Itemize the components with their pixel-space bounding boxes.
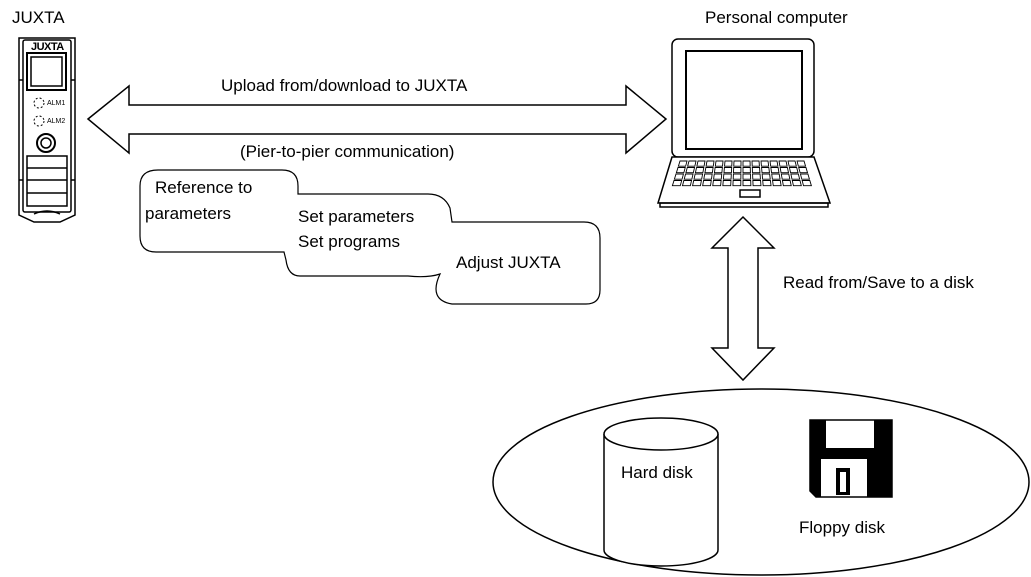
keyboard-key	[752, 173, 761, 180]
keyboard-key	[772, 180, 782, 187]
keyboard-key	[696, 160, 706, 167]
adjust-juxta-label: Adjust JUXTA	[456, 253, 561, 272]
keyboard-key	[769, 160, 779, 167]
keyboard-key	[791, 180, 802, 187]
read-save-label: Read from/Save to a disk	[783, 273, 974, 292]
reference-label-line1: Reference to	[155, 178, 252, 197]
keyboard-key	[796, 160, 807, 167]
keyboard-key	[713, 173, 723, 180]
keyboard-key	[760, 160, 770, 167]
keyboard-key	[703, 173, 713, 180]
keyboard-key	[675, 167, 686, 174]
keyboard-key	[712, 180, 722, 187]
alarm1-label: ALM1	[47, 100, 65, 107]
function-bubble	[139, 169, 601, 305]
keyboard-key	[732, 180, 742, 187]
keyboard-key	[787, 160, 797, 167]
keyboard-key	[694, 167, 705, 174]
juxta-device-icon	[18, 37, 76, 223]
keyboard-key	[681, 180, 693, 187]
keyboard-key	[714, 160, 724, 167]
keyboard-key	[780, 173, 791, 180]
hard-disk-icon	[603, 417, 719, 567]
keyboard-key	[685, 167, 696, 174]
keyboard-key	[733, 160, 742, 167]
keyboard-key	[705, 160, 715, 167]
keyboard-key	[692, 180, 702, 187]
keyboard-key	[779, 167, 790, 174]
read-save-double-arrow	[710, 215, 776, 382]
keyboard-key	[770, 167, 780, 174]
keyboard-key	[683, 173, 694, 180]
keyboard-key	[723, 167, 733, 174]
keyboard-key	[801, 180, 812, 187]
floppy-disk-icon	[809, 419, 893, 498]
keyboard-key	[677, 160, 688, 167]
keyboard-key	[742, 180, 752, 187]
storage-ellipse	[492, 388, 1030, 576]
keyboard-key	[704, 167, 714, 174]
keyboard-key	[733, 167, 742, 174]
keyboard-key	[722, 173, 732, 180]
keyboard-key	[751, 160, 760, 167]
keyboard-key	[790, 173, 801, 180]
reference-label-line2: parameters	[145, 204, 231, 223]
keyboard-key	[742, 160, 751, 167]
keyboard-key	[724, 160, 733, 167]
hard-disk-label: Hard disk	[621, 463, 693, 482]
set-parameters-label: Set parameters	[298, 207, 414, 226]
keyboard-key	[799, 173, 811, 180]
keyboard-key	[671, 180, 683, 187]
keyboard-key	[788, 167, 799, 174]
keyboard-key	[673, 173, 685, 180]
keyboard-key	[771, 173, 781, 180]
keyboard-key	[713, 167, 723, 174]
keyboard-key	[722, 180, 732, 187]
computer-title: Personal computer	[705, 8, 848, 27]
keyboard-key	[702, 180, 712, 187]
keyboard-key	[761, 167, 770, 174]
keyboard-icon	[671, 160, 812, 187]
keyboard-key	[752, 180, 762, 187]
keyboard-key	[778, 160, 788, 167]
keyboard-key	[798, 167, 809, 174]
keyboard-key	[751, 167, 761, 174]
upload-download-label: Upload from/download to JUXTA	[221, 76, 468, 95]
keyboard-key	[742, 167, 751, 174]
keyboard-key	[732, 173, 742, 180]
floppy-disk-label: Floppy disk	[799, 518, 885, 537]
set-programs-label: Set programs	[298, 232, 400, 251]
keyboard-key	[781, 180, 792, 187]
keyboard-key	[742, 173, 752, 180]
communication-double-arrow	[86, 84, 668, 155]
laptop-icon	[656, 38, 832, 208]
juxta-title: JUXTA	[12, 8, 65, 27]
alarm2-label: ALM2	[47, 118, 65, 125]
keyboard-key	[761, 173, 771, 180]
keyboard-key	[687, 160, 697, 167]
keyboard-key	[762, 180, 772, 187]
peer-to-peer-label: (Pier-to-pier communication)	[240, 142, 454, 161]
keyboard-key	[693, 173, 704, 180]
juxta-logo: JUXTA	[31, 41, 64, 53]
